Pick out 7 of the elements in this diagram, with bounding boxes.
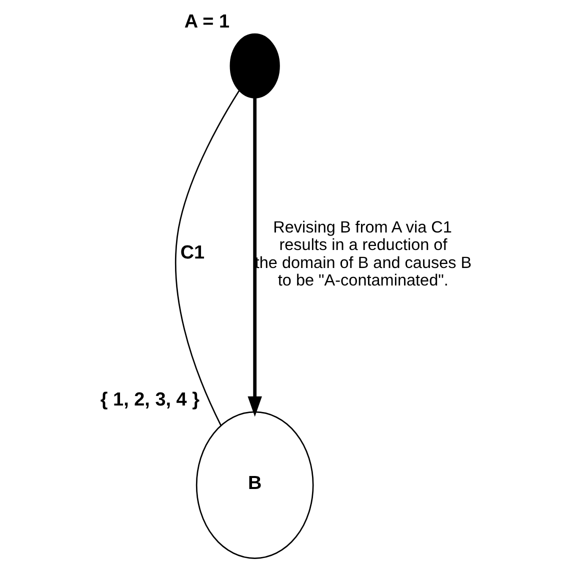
edge-label: C1 bbox=[180, 242, 204, 264]
node-label: { 1, 2, 3, 4 } bbox=[100, 389, 199, 410]
node-ellipse bbox=[229, 33, 280, 98]
arrow bbox=[247, 98, 262, 417]
connector bbox=[174, 90, 240, 426]
node-label: A = 1 bbox=[184, 12, 230, 33]
node-ellipse: B bbox=[195, 411, 314, 559]
